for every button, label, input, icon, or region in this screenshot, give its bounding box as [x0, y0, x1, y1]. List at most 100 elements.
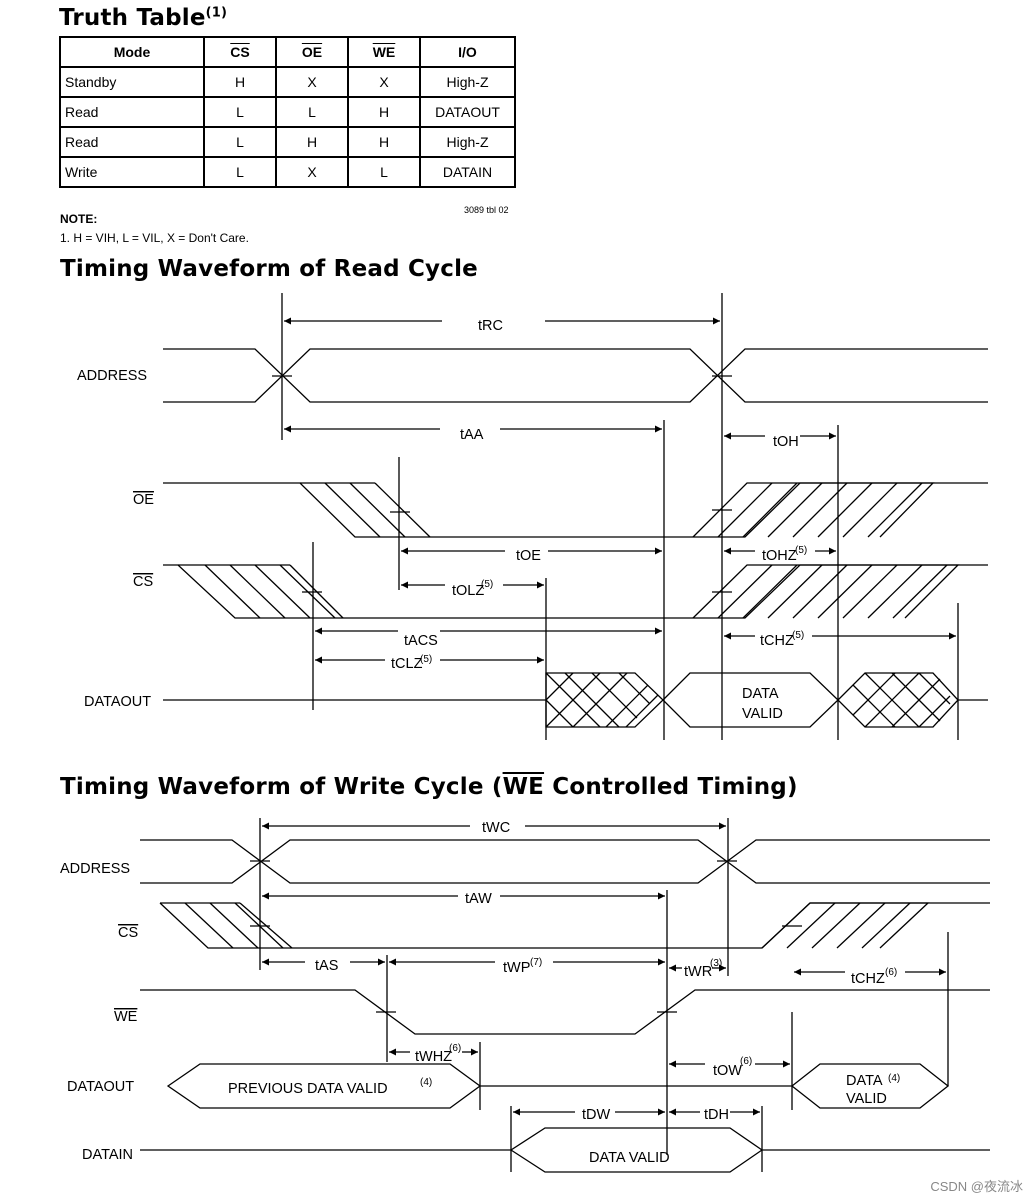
write-title-pre: Timing Waveform of Write Cycle ( [60, 774, 503, 800]
read-oe-label: OE [133, 492, 154, 508]
cell-io: High-Z [419, 126, 516, 158]
header-mode: Mode [59, 36, 205, 68]
truth-table: Mode CS OE WE I/O Standby H X X High-Z R… [59, 36, 516, 188]
truth-table-title-note: (1) [205, 5, 228, 21]
label-tohz: tOHZ [762, 548, 797, 564]
label-tchz: tCHZ [760, 633, 794, 649]
write-valid-label: VALID [846, 1091, 887, 1107]
label-tacs: tACS [404, 633, 438, 649]
read-data-valid-1: DATA [742, 686, 779, 702]
table-ref: 3089 tbl 02 [464, 205, 509, 215]
note-tow: (6) [740, 1056, 752, 1067]
read-cycle-title: Timing Waveform of Read Cycle [60, 256, 478, 282]
cell-mode: Standby [59, 66, 205, 98]
cell-cs: L [203, 126, 277, 158]
cell-oe: X [275, 66, 349, 98]
read-dataout-label: DATAOUT [84, 694, 151, 710]
read-arrows [284, 317, 956, 664]
label-twc: tWC [482, 820, 510, 836]
truth-table-title-text: Truth Table [59, 5, 206, 31]
note-text: 1. H = VIH, L = VIL, X = Don't Care. [60, 231, 249, 245]
write-cycle-title: Timing Waveform of Write Cycle (WE Contr… [60, 774, 798, 800]
label-toe: tOE [516, 548, 541, 564]
note-tohz: (5) [795, 545, 807, 556]
write-data-label: DATA [846, 1073, 883, 1089]
note-prev-data: (4) [420, 1077, 432, 1088]
read-reference-lines [281, 293, 959, 740]
note-title: NOTE: [60, 212, 98, 226]
cell-oe: X [275, 156, 349, 188]
note-tclz: (5) [420, 654, 432, 665]
header-cs: CS [203, 36, 277, 68]
write-address-label: ADDRESS [60, 861, 130, 877]
write-we-waveform [140, 989, 990, 1035]
table-row: Standby H X X High-Z [59, 66, 516, 98]
label-tas: tAS [315, 958, 338, 974]
read-cs-waveform [163, 564, 988, 619]
write-address-waveform [140, 839, 990, 884]
prev-data-valid-label: PREVIOUS DATA VALID [228, 1081, 388, 1097]
note-twhz: (6) [449, 1043, 461, 1054]
cell-oe: L [275, 96, 349, 128]
note-tolz: (5) [481, 579, 493, 590]
cell-cs: L [203, 96, 277, 128]
datain-valid-label: DATA VALID [589, 1150, 670, 1166]
table-row: Write L X L DATAIN [59, 156, 516, 188]
write-cs-waveform [159, 902, 990, 949]
cell-we: H [347, 126, 421, 158]
write-title-post: Controlled Timing) [544, 774, 798, 800]
label-tdh: tDH [704, 1107, 729, 1123]
cell-cs: L [203, 156, 277, 188]
read-data-valid-2: VALID [742, 706, 783, 722]
label-toh: tOH [773, 434, 799, 450]
label-tow: tOW [713, 1063, 742, 1079]
read-oe-waveform [163, 482, 988, 538]
cell-cs: H [203, 66, 277, 98]
write-dataout-label: DATAOUT [67, 1079, 134, 1095]
header-oe: OE [275, 36, 349, 68]
cell-we: X [347, 66, 421, 98]
cell-we: H [347, 96, 421, 128]
label-taa: tAA [460, 427, 484, 443]
label-trc: tRC [478, 318, 503, 334]
label-tclz: tCLZ [391, 656, 423, 672]
read-dataout-waveform [163, 672, 988, 728]
note-write-data: (4) [888, 1073, 900, 1084]
label-twp: tWP [503, 960, 530, 976]
label-write-tchz: tCHZ [851, 971, 885, 987]
cell-io: DATAOUT [419, 96, 516, 128]
cell-we: L [347, 156, 421, 188]
write-arrows [262, 822, 946, 1116]
label-twr: tWR [684, 964, 712, 980]
cell-mode: Write [59, 156, 205, 188]
cell-io: High-Z [419, 66, 516, 98]
table-row: Read L H H High-Z [59, 126, 516, 158]
cell-io: DATAIN [419, 156, 516, 188]
truth-table-title: Truth Table(1) [59, 5, 227, 31]
write-datain-waveform [140, 1127, 990, 1173]
header-we: WE [347, 36, 421, 68]
label-taw: tAW [465, 891, 492, 907]
write-cs-label: CS [118, 925, 138, 941]
watermark: CSDN @夜流冰 [930, 1179, 1023, 1194]
cell-mode: Read [59, 126, 205, 158]
write-reference-lines [259, 818, 949, 1172]
note-twp: (7) [530, 957, 542, 968]
label-tdw: tDW [582, 1107, 611, 1123]
label-tolz: tOLZ [452, 583, 484, 599]
write-datain-label: DATAIN [82, 1147, 133, 1163]
cell-mode: Read [59, 96, 205, 128]
header-io: I/O [419, 36, 516, 68]
read-address-waveform [163, 348, 988, 403]
read-cs-label: CS [133, 574, 153, 590]
note-twr: (3) [710, 958, 722, 969]
note-tchz: (5) [792, 630, 804, 641]
label-twhz: tWHZ [415, 1049, 452, 1065]
note-write-tchz: (6) [885, 967, 897, 978]
truth-table-header-row: Mode CS OE WE I/O [59, 36, 516, 68]
table-row: Read L L H DATAOUT [59, 96, 516, 128]
read-address-label: ADDRESS [77, 368, 147, 384]
write-we-label: WE [114, 1009, 138, 1025]
cell-oe: H [275, 126, 349, 158]
